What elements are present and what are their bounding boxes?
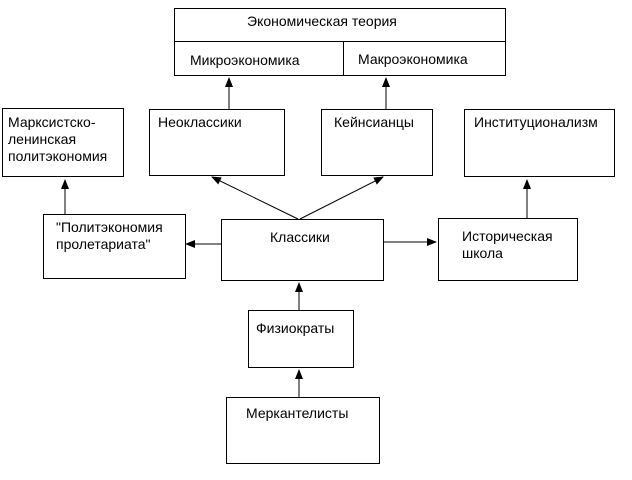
arrow-classics-to-keynesians: [299, 176, 384, 220]
classics-box: [221, 219, 384, 281]
historical-school-box: [438, 218, 578, 281]
institutionalism-box: [464, 109, 615, 177]
proletariat-economy-box: [43, 214, 186, 279]
mercantilists-box: [226, 397, 380, 464]
physiocrats-label: Физиократы: [256, 320, 335, 336]
neoclassics-box: [149, 109, 285, 176]
physiocrats-box: [248, 310, 354, 368]
keynesians-box: [321, 109, 433, 176]
historical-school-label: Историческая школа: [462, 228, 553, 261]
macroeconomics-label: Макроэкономика: [358, 51, 468, 67]
neoclassics-label: Неоклассики: [158, 114, 242, 130]
proletariat-economy-label: "Политэкономия пролетариата": [56, 219, 163, 252]
micro-macro-divider: [343, 41, 344, 75]
marxist-leninist-label: Марксистско- ленинская политэкономия: [8, 114, 108, 164]
marxist-leninist-box: [2, 108, 124, 177]
economic-theory-divider: [175, 41, 505, 42]
institutionalism-label: Институционализм: [474, 114, 598, 130]
economic-theory-label: Экономическая теория: [247, 13, 397, 29]
arrow-classics-to-neoclassics: [211, 176, 299, 220]
mercantilists-label: Меркантелисты: [246, 405, 349, 421]
microeconomics-label: Микроэкономика: [190, 52, 300, 68]
keynesians-label: Кейнсианцы: [334, 114, 414, 130]
economic-theory-box: [174, 8, 506, 76]
classics-label: Классики: [270, 229, 330, 245]
